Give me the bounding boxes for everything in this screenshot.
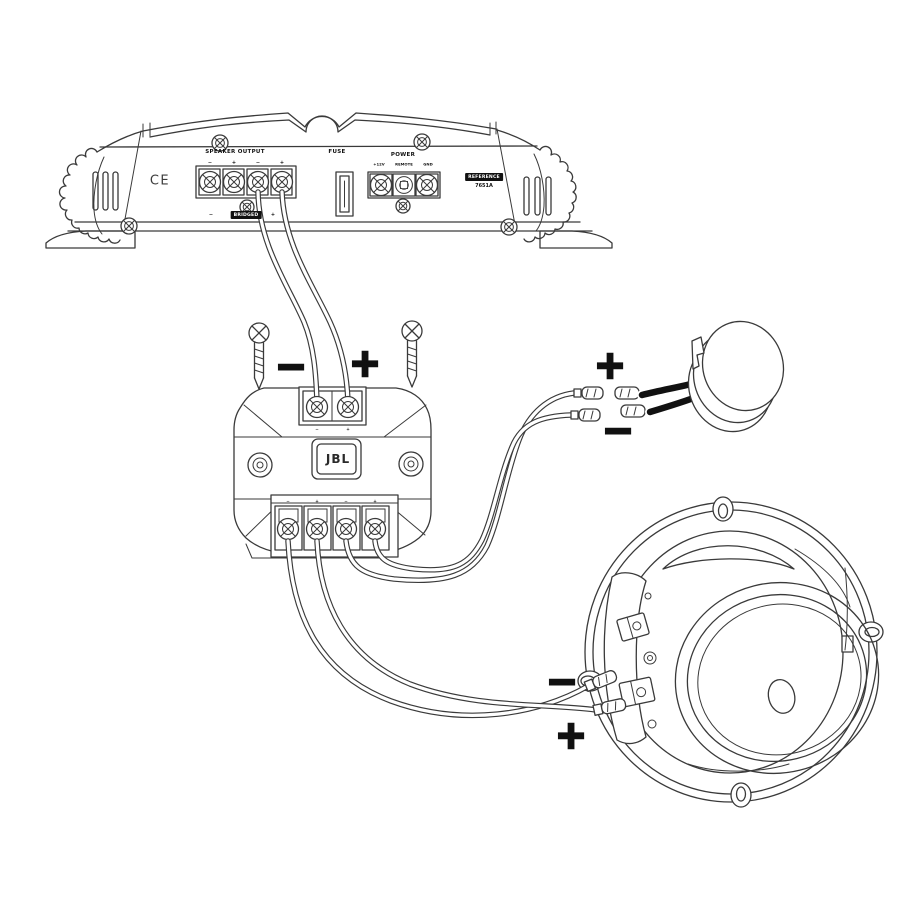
amp-bottom-screw-left <box>120 217 138 235</box>
amplifier-illustration <box>45 112 613 249</box>
ce-mark: CE <box>149 173 171 189</box>
speaker-output-neg-mark: − <box>208 212 214 218</box>
crossover-to-woofer-wires <box>288 541 627 716</box>
woofer-cone <box>674 581 880 775</box>
crossover-input-minus-sign: − <box>274 344 308 388</box>
speaker-output-label: SPEAKER OUTPUT <box>205 149 265 155</box>
tweeter-minus-sign: − <box>601 408 635 452</box>
power-terminal-label-12v: +12V <box>373 161 385 167</box>
woofer-wire-connector-neg <box>583 670 618 693</box>
jbl-badge <box>311 438 362 480</box>
crossover-illustration <box>233 386 432 559</box>
speaker-output-pos-mark: + <box>270 212 276 218</box>
crossover-output-mark-2: + <box>315 498 319 504</box>
tweeter-bracket <box>691 336 705 370</box>
mounting-screw-right <box>401 320 423 388</box>
power-block <box>367 171 441 199</box>
amp-bottom-screw-right <box>500 218 518 236</box>
fuse-holder <box>335 171 354 217</box>
amp-left-foot <box>45 230 136 249</box>
amp-face-screw-right <box>413 133 431 151</box>
woofer-terminal-bracket <box>603 572 657 745</box>
tweeter-plus-sign: + <box>593 343 627 387</box>
speaker-terminal-mark-2: + <box>231 160 237 166</box>
speaker-terminal-mark-3: − <box>255 160 261 166</box>
crossover-output-mark-1: − <box>286 498 290 504</box>
crossover-input-neg-mark: − <box>315 426 319 432</box>
jbl-logo: JBL <box>325 452 351 466</box>
woofer-wire-connector-pos <box>592 698 627 716</box>
mounting-screw-left <box>248 322 270 390</box>
amp-right-foot <box>539 230 613 249</box>
crossover-to-tweeter-wires <box>346 386 646 580</box>
power-block-screw <box>395 198 411 214</box>
crossover-input-plus-sign: + <box>348 341 382 385</box>
bridged-label: BRIDGED <box>230 211 262 219</box>
power-terminal-label-gnd: GND <box>423 161 433 167</box>
tweeter-wire-connectors <box>570 386 646 422</box>
woofer-minus-sign: − <box>545 659 579 703</box>
brand-badge: REFERENCE <box>465 173 503 181</box>
crossover-right-boss <box>398 451 424 477</box>
amp-top-flange <box>142 112 497 138</box>
fuse-label: FUSE <box>328 149 346 155</box>
tweeter-illustration <box>637 320 785 433</box>
crossover-input-neg-terminal <box>305 395 329 419</box>
crossover-input-pos-mark: + <box>346 426 350 432</box>
power-label: POWER <box>390 152 416 158</box>
crossover-output-mark-4: + <box>373 498 377 504</box>
woofer-plus-sign: + <box>554 713 588 757</box>
crossover-output-mark-3: − <box>344 498 348 504</box>
amp-right-heatsink <box>496 128 577 243</box>
model-number: 7651A <box>475 183 493 189</box>
woofer-basket-slot <box>662 545 795 570</box>
speaker-terminal-mark-1: − <box>207 160 213 166</box>
woofer-illustration <box>577 496 884 808</box>
crossover-left-boss <box>247 452 273 478</box>
crossover-input-pos-terminal <box>336 395 360 419</box>
power-terminal-label-remote: REMOTE <box>395 161 413 167</box>
speaker-terminal-mark-4: + <box>279 160 285 166</box>
